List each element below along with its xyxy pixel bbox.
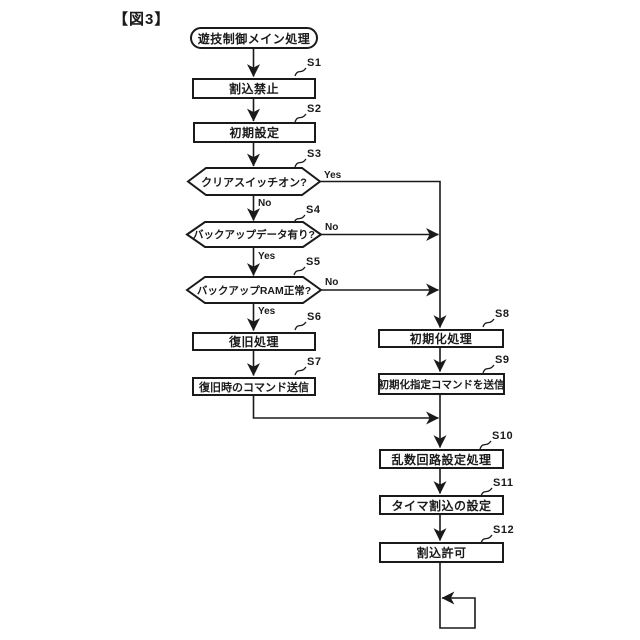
step-id-s6: S6 — [307, 311, 322, 323]
branch-no-s5: No — [325, 277, 339, 288]
step-id-s12: S12 — [493, 524, 515, 536]
decision-s3-shape — [188, 168, 320, 195]
branch-no-s3: No — [258, 198, 272, 209]
branch-yes-s5: Yes — [258, 306, 276, 317]
process-s8: 初期化処理 — [378, 329, 504, 348]
step-squiggles — [294, 68, 494, 543]
step-id-s4: S4 — [306, 204, 321, 216]
step-id-s8: S8 — [495, 308, 510, 320]
figure-title: 【図3】 — [113, 11, 171, 28]
process-s1: 割込禁止 — [192, 78, 316, 99]
process-s7: 復旧時のコマンド送信 — [192, 377, 316, 396]
step-id-s2: S2 — [307, 103, 322, 115]
edge-s3-s8-yes — [320, 182, 447, 329]
decision-s5-shape — [187, 277, 321, 303]
edge-s7-merge — [254, 396, 440, 425]
edge-s12-loop — [440, 563, 475, 628]
process-s11: タイマ割込の設定 — [379, 495, 504, 515]
decision-s4-label: バックアップデータ有り? — [193, 229, 315, 241]
step-id-s10: S10 — [492, 430, 514, 442]
step-id-s1: S1 — [307, 57, 322, 69]
step-id-s5: S5 — [306, 256, 321, 268]
process-s12: 割込許可 — [379, 542, 504, 563]
branch-no-s4: No — [325, 222, 339, 233]
decision-s4-shape — [187, 222, 321, 247]
step-id-s9: S9 — [495, 354, 510, 366]
process-s9: 初期化指定コマンドを送信 — [378, 373, 505, 395]
step-id-s3: S3 — [307, 148, 322, 160]
branch-yes-s4: Yes — [258, 251, 276, 262]
decision-s3-label: クリアスイッチオン? — [201, 176, 307, 189]
process-s2: 初期設定 — [193, 122, 316, 143]
step-id-s11: S11 — [493, 477, 514, 489]
process-s10: 乱数回路設定処理 — [379, 449, 504, 469]
step-id-s7: S7 — [307, 356, 322, 368]
process-s6: 復旧処理 — [192, 332, 316, 351]
start-node: 遊技制御メイン処理 — [190, 27, 318, 49]
branch-yes-s3: Yes — [324, 170, 342, 181]
decision-s5-label: バックアップRAM正常? — [196, 284, 312, 297]
